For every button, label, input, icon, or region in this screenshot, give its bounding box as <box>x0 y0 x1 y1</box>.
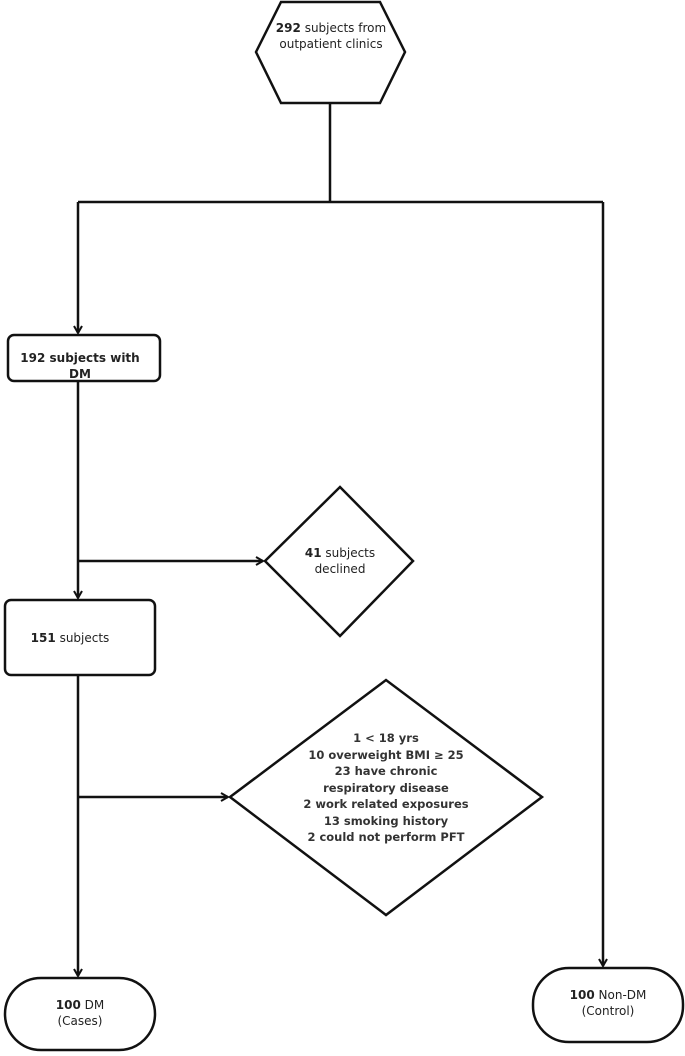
control-count: 100 <box>569 988 595 1002</box>
remaining-count: 151 <box>30 631 56 645</box>
control-terminal <box>531 966 685 1044</box>
control-label: 100 Non-DM (Control) <box>533 987 683 1019</box>
declined-text: subjects declined <box>314 546 376 576</box>
exclusion-line: 1 < 18 yrs <box>353 731 419 745</box>
control-text: Non-DM <box>598 988 647 1002</box>
remaining-text: subjects <box>59 631 110 645</box>
declined-count: 41 <box>304 546 322 560</box>
dm-text: subjects with DM <box>49 351 140 381</box>
cases-sub: (Cases) <box>57 1014 103 1028</box>
cases-label: 100 DM (Cases) <box>5 997 155 1029</box>
start-label: 292 subjects from outpatient clinics <box>270 20 392 52</box>
start-text: subjects from outpatient clinics <box>279 21 387 51</box>
cases-count: 100 <box>55 998 81 1012</box>
cases-text: DM <box>84 998 105 1012</box>
dm-label: 192 subjects with DM <box>10 350 150 382</box>
exclusions-label: 1 < 18 yrs 10 overweight BMI ≥ 25 23 hav… <box>290 730 482 846</box>
remaining-box <box>3 598 157 677</box>
declined-label: 41 subjects declined <box>295 545 385 577</box>
start-hexagon <box>254 0 407 105</box>
exclusion-line: 2 could not perform PFT <box>307 830 465 844</box>
declined-diamond <box>263 485 415 638</box>
exclusions-diamond <box>227 678 545 917</box>
exclusion-line: 23 have chronic <box>334 764 438 778</box>
dm-box <box>6 333 162 383</box>
control-sub: (Control) <box>581 1004 635 1018</box>
exclusion-line: 2 work related exposures <box>303 797 469 811</box>
dm-count: 192 <box>20 351 46 365</box>
exclusion-line: 10 overweight BMI ≥ 25 <box>308 747 464 762</box>
start-count: 292 <box>275 21 301 35</box>
remaining-label: 151 subjects <box>5 630 135 646</box>
cases-terminal <box>3 976 157 1052</box>
exclusion-line: 13 smoking history <box>323 813 449 828</box>
exclusion-line: respiratory disease <box>323 780 449 795</box>
